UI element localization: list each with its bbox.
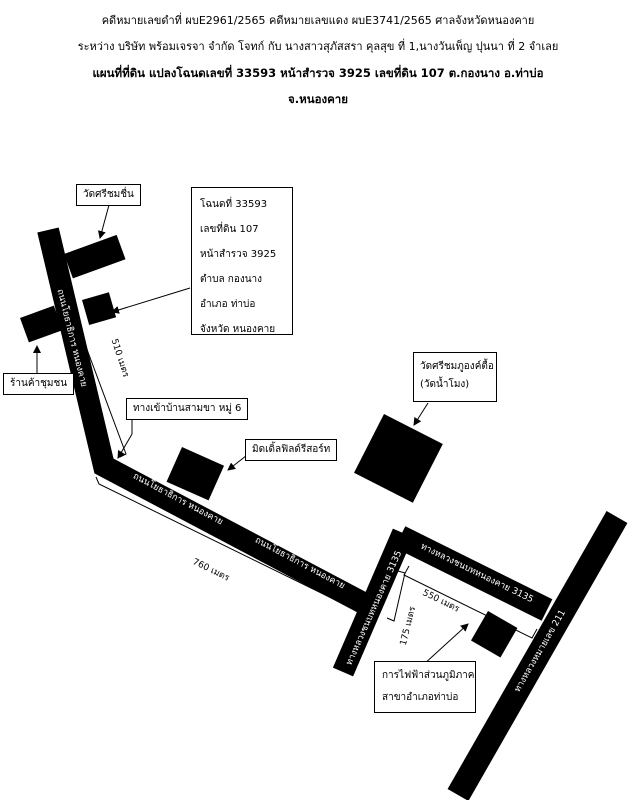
arrow-info xyxy=(111,287,191,314)
dim-760 xyxy=(95,476,363,621)
block-shop xyxy=(20,305,63,343)
info-district: อำเภอ ท่าบ่อ xyxy=(200,299,256,310)
label-shop: ร้านค้าชุมชน xyxy=(3,373,75,395)
info-deed-number: โฉนดที่ 33593 xyxy=(200,199,268,210)
callout-arrows xyxy=(33,204,469,666)
label-temple-east: วัดศรีชมภูองค์ตื้อ (วัดน้ำโมง) xyxy=(413,352,497,402)
map-title-province: จ.หนองคาย xyxy=(288,92,348,106)
label-temple-north: วัดศรีชมชื่น xyxy=(76,184,141,206)
document-header: คดีหมายเลขดำที่ ผบE2961/2565 คดีหมายเลขแ… xyxy=(0,8,636,112)
arrow-temple-north xyxy=(97,204,110,239)
pea-name: การไฟฟ้าส่วนภูมิภาค xyxy=(382,670,475,681)
info-land-number: เลขที่ดิน 107 xyxy=(200,224,259,235)
distance-760: 760 เมตร xyxy=(191,557,231,583)
map-title-line: แผนที่ที่ดิน แปลงโฉนดเลขที่ 33593 หน้าสำ… xyxy=(92,66,544,80)
arrow-temple-east xyxy=(413,402,429,426)
road-hw3135-west xyxy=(332,528,414,677)
road-label-211: ทางหลวงหมายเลข 211 xyxy=(513,608,568,694)
info-province: จังหวัด หนองคาย xyxy=(200,324,276,335)
plot-info-box: โฉนดที่ 33593 เลขที่ดิน 107 หน้าสำรวจ 39… xyxy=(191,187,293,335)
info-subdistrict: ตำบล กองนาง xyxy=(200,274,263,285)
label-resort: มิดเดิ้ลฟิลด์รีสอร์ท xyxy=(245,439,338,461)
road-hw211 xyxy=(447,511,628,800)
block-temple-north xyxy=(64,234,126,279)
distance-550: 550 เมตร xyxy=(421,588,461,614)
roads xyxy=(37,227,628,800)
road-yotha-nongkhai xyxy=(37,227,371,614)
road-hw3135-east xyxy=(394,526,553,621)
dim-550 xyxy=(403,565,538,639)
temple-east-name: วัดศรีชมภูองค์ตื้อ xyxy=(420,361,494,372)
parties-line: ระหว่าง บริษัท พร้อมเจรจา จำกัด โจทก์ กั… xyxy=(77,40,559,53)
case-number-line: คดีหมายเลขดำที่ ผบE2961/2565 คดีหมายเลขแ… xyxy=(101,14,535,27)
temple-east-alt-name: (วัดน้ำโมง) xyxy=(420,379,470,390)
label-pea: การไฟฟ้าส่วนภูมิภาค สาขาอำเภอท่าบ่อ xyxy=(374,661,476,713)
blocks xyxy=(20,234,518,658)
distance-510: 510 เมตร xyxy=(109,338,131,379)
arrow-village-b xyxy=(117,433,133,459)
label-village-entrance: ทางเข้าบ้านสามขา หมู่ 6 xyxy=(126,398,249,420)
block-temple-east xyxy=(354,414,443,503)
block-subject-plot xyxy=(82,292,117,325)
block-resort xyxy=(166,447,225,501)
arrow-pea xyxy=(422,623,469,666)
info-survey-page: หน้าสำรวจ 3925 xyxy=(200,249,277,260)
distance-175: 175 เมตร xyxy=(399,605,418,646)
pea-branch: สาขาอำเภอท่าบ่อ xyxy=(382,692,459,703)
dim-175 xyxy=(386,570,406,622)
block-pea xyxy=(471,611,518,658)
